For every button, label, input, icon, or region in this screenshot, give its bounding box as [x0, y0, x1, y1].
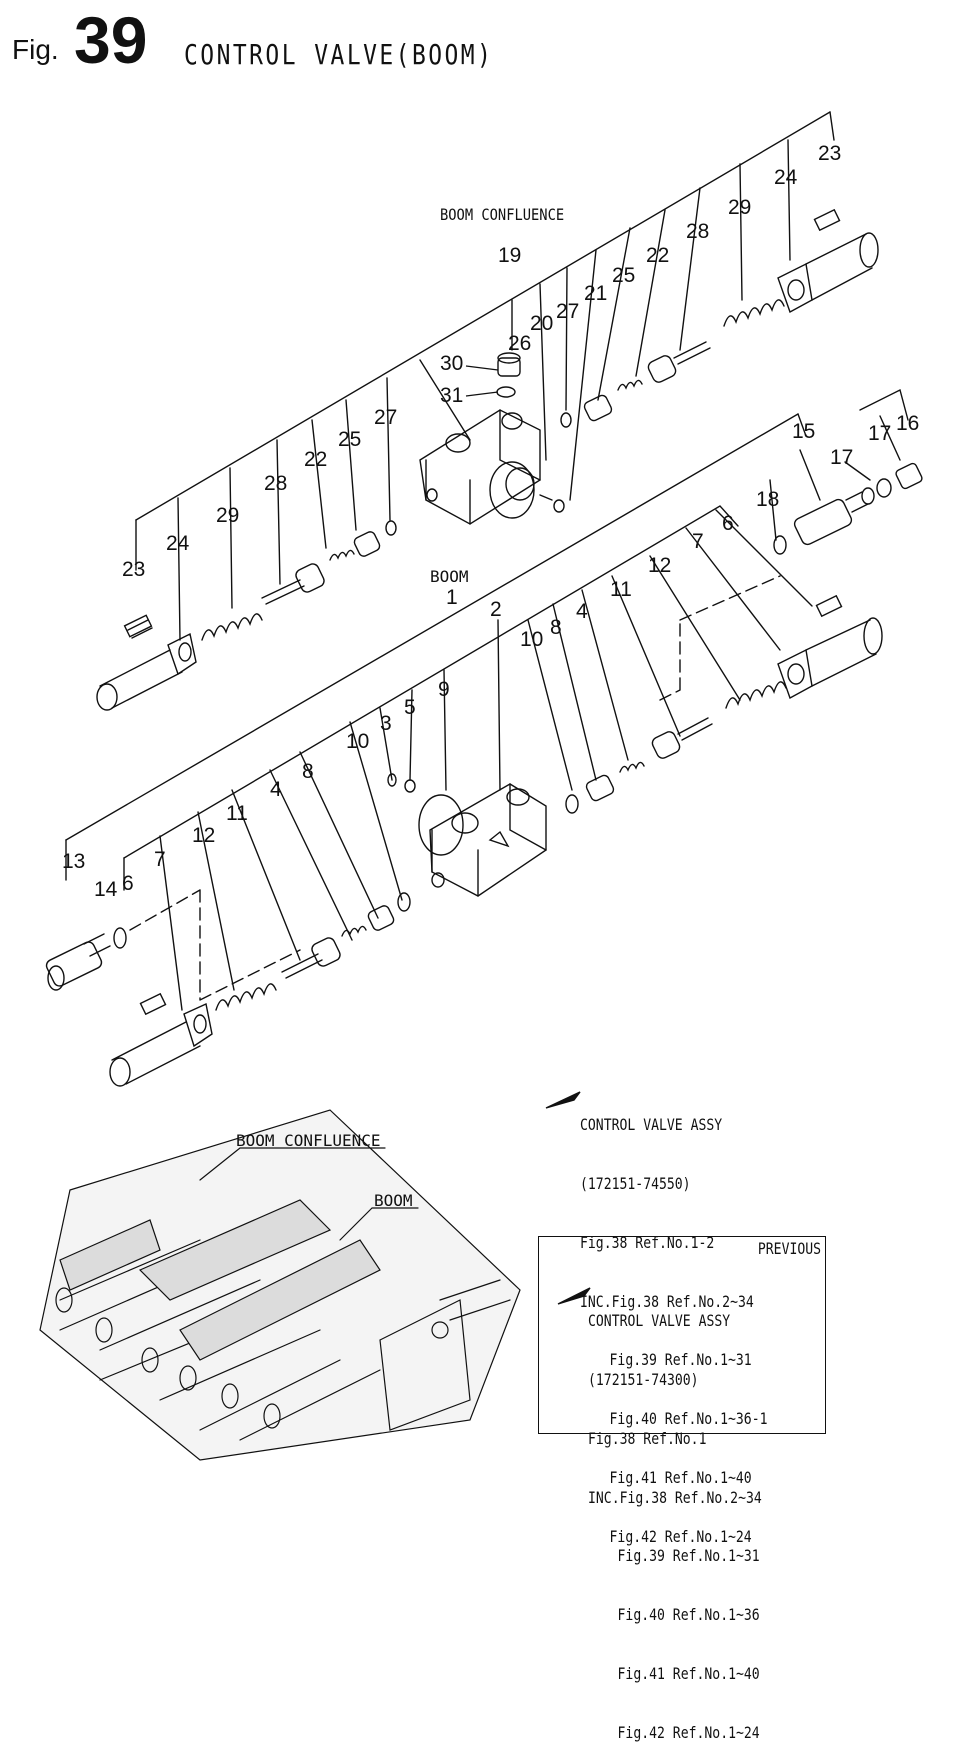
overview-assembly — [39, 1109, 521, 1461]
callout: 4 — [576, 600, 588, 623]
callout: 21 — [584, 282, 607, 305]
assy-title: CONTROL VALVE ASSY — [580, 1115, 723, 1135]
callout: 17 — [868, 422, 891, 445]
callout: 15 — [792, 420, 815, 443]
lower-right-spool-group — [565, 575, 883, 814]
assy-part-no: (172151-74550) — [580, 1173, 691, 1193]
upper-right-spool-group — [560, 208, 879, 428]
assy-title: CONTROL VALVE ASSY — [588, 1311, 731, 1331]
callout: 20 — [530, 312, 553, 335]
callout: 24 — [774, 166, 798, 189]
callout: 9 — [438, 678, 450, 701]
lower-right-relief-valve — [773, 462, 923, 555]
assy-prev-arrow-icon — [557, 1287, 591, 1305]
lower-callouts: 13 14 6 7 12 11 4 8 10 3 5 9 2 10 8 4 11… — [62, 412, 919, 901]
callout: 13 — [62, 850, 85, 873]
upper-left-spool-group — [96, 520, 397, 711]
callout: 22 — [304, 448, 327, 471]
callout: 23 — [122, 558, 145, 581]
callout: 28 — [686, 220, 709, 243]
callout: 25 — [338, 428, 361, 451]
callout: 19 — [498, 244, 521, 267]
upper-leader-bracket — [135, 111, 831, 521]
figure-title: CONTROL VALVE(BOOM) — [184, 38, 494, 71]
upper-valve-body — [419, 352, 565, 525]
lower-left-relief-valve — [45, 927, 127, 991]
assy-part-no: (172151-74300) — [588, 1369, 699, 1389]
callout: 26 — [508, 332, 531, 355]
callout: 2 — [490, 598, 502, 621]
assy-line: Fig.39 Ref.No.1~31 — [609, 1350, 752, 1370]
callout: 31 — [440, 384, 463, 407]
assy-line: Fig.41 Ref.No.1~40 — [617, 1663, 760, 1683]
callout: 8 — [550, 616, 562, 639]
assy-line: Fig.42 Ref.No.1~24 — [617, 1722, 760, 1742]
callout: 14 — [94, 878, 118, 901]
callout: 24 — [166, 532, 190, 555]
callout: 8 — [302, 760, 314, 783]
overview-label-boom: BOOM — [374, 1191, 413, 1210]
lower-valve-body — [387, 773, 547, 897]
callout: 7 — [692, 530, 704, 553]
callout: 16 — [896, 412, 919, 435]
callout: 4 — [270, 778, 282, 801]
lower-leader-bracket — [65, 413, 799, 841]
callout: 17 — [830, 446, 853, 469]
callout: 23 — [818, 142, 841, 165]
assy-line: Fig.40 Ref.No.1~36-1 — [609, 1409, 768, 1429]
figure-number: 39 — [74, 3, 148, 77]
assy-fig-ref: Fig.38 Ref.No.1 — [588, 1428, 707, 1448]
callout: 18 — [756, 488, 779, 511]
upper-callouts: 23 24 29 28 22 25 27 19 26 20 27 21 25 2… — [122, 142, 841, 581]
callout: 27 — [374, 406, 397, 429]
caption-boom: BOOM — [430, 567, 469, 586]
callout: 28 — [264, 472, 287, 495]
callout: 5 — [404, 696, 416, 719]
assy-previous-note: CONTROL VALVE ASSY (172151-74300) Fig.38… — [588, 1272, 762, 1762]
exploded-parts-diagram: BOOM CONFLUENCE BOOM 1 BOOM CONFLUENCE B… — [39, 111, 923, 1461]
callout: 30 — [440, 352, 463, 375]
callout: 10 — [520, 628, 543, 651]
assy-fig-ref: Fig.38 Ref.No.1-2 — [580, 1232, 715, 1252]
callout: 6 — [722, 512, 734, 535]
assy-inc: INC.Fig.38 Ref.No.2~34 — [580, 1291, 754, 1311]
callout: 12 — [648, 554, 671, 577]
assy-arrow-icon — [545, 1091, 581, 1109]
callout: 6 — [122, 872, 134, 895]
assy-line: Fig.39 Ref.No.1~31 — [617, 1546, 760, 1566]
callout: 25 — [612, 264, 635, 287]
callout: 22 — [646, 244, 669, 267]
callout: 29 — [216, 504, 239, 527]
callout: 10 — [346, 730, 369, 753]
caption-boom-confluence: BOOM CONFLUENCE — [440, 205, 564, 224]
callout: 11 — [610, 578, 632, 601]
callout: 27 — [556, 300, 579, 323]
previous-assy-box: PREVIOUS — [538, 1236, 826, 1434]
assy-line: Fig.40 Ref.No.1~36 — [617, 1605, 760, 1625]
callout: 7 — [154, 848, 166, 871]
caption-boom-ref: 1 — [446, 586, 458, 609]
lower-left-spool-group — [109, 889, 411, 1087]
callout: 3 — [380, 712, 392, 735]
figure-prefix: Fig. — [12, 34, 59, 65]
assy-inc: INC.Fig.38 Ref.No.2~34 — [588, 1487, 762, 1507]
callout: 11 — [226, 802, 248, 825]
overview-label-confluence: BOOM CONFLUENCE — [236, 1131, 381, 1150]
callout: 29 — [728, 196, 751, 219]
previous-label: PREVIOUS — [757, 1239, 821, 1258]
callout: 12 — [192, 824, 215, 847]
